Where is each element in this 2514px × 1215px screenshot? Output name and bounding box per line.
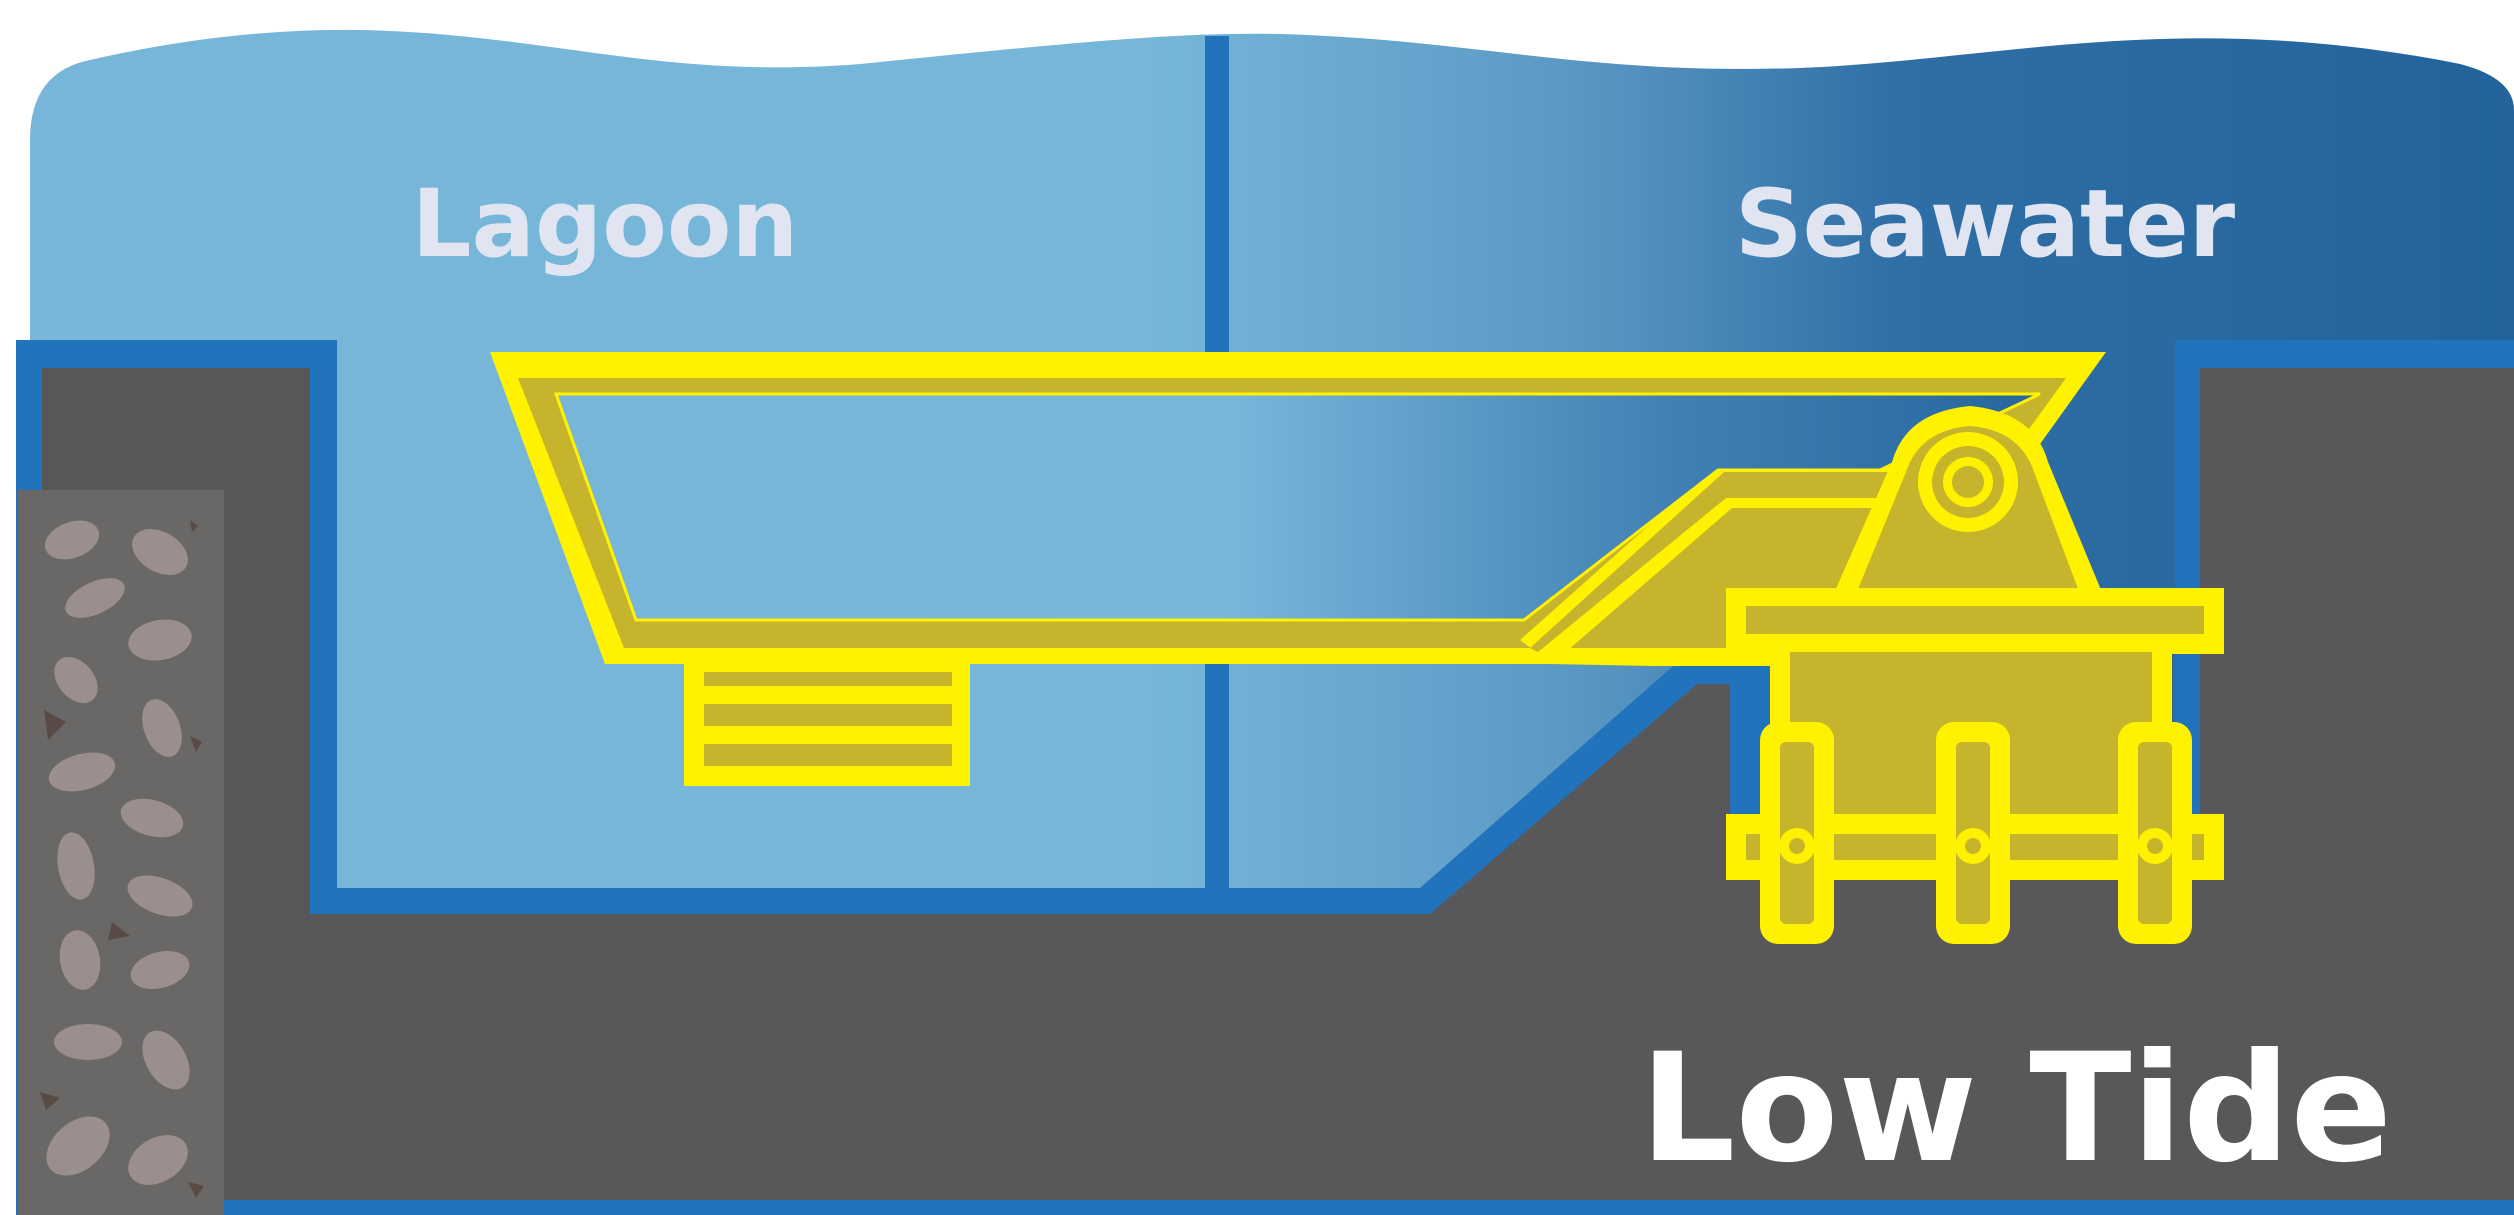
ground <box>42 368 2514 1200</box>
low-tide-label: Low Tide <box>1640 1022 2392 1196</box>
seawater-label: Seawater <box>1735 170 2236 279</box>
lagoon-label: Lagoon <box>412 170 799 279</box>
tidal-gate-flap <box>490 352 2106 666</box>
gate-hinge-pivot <box>1830 406 2106 602</box>
rubble-breakwater <box>18 490 224 1215</box>
gate-grille <box>684 662 970 786</box>
gate-support-frame <box>1726 588 2224 944</box>
